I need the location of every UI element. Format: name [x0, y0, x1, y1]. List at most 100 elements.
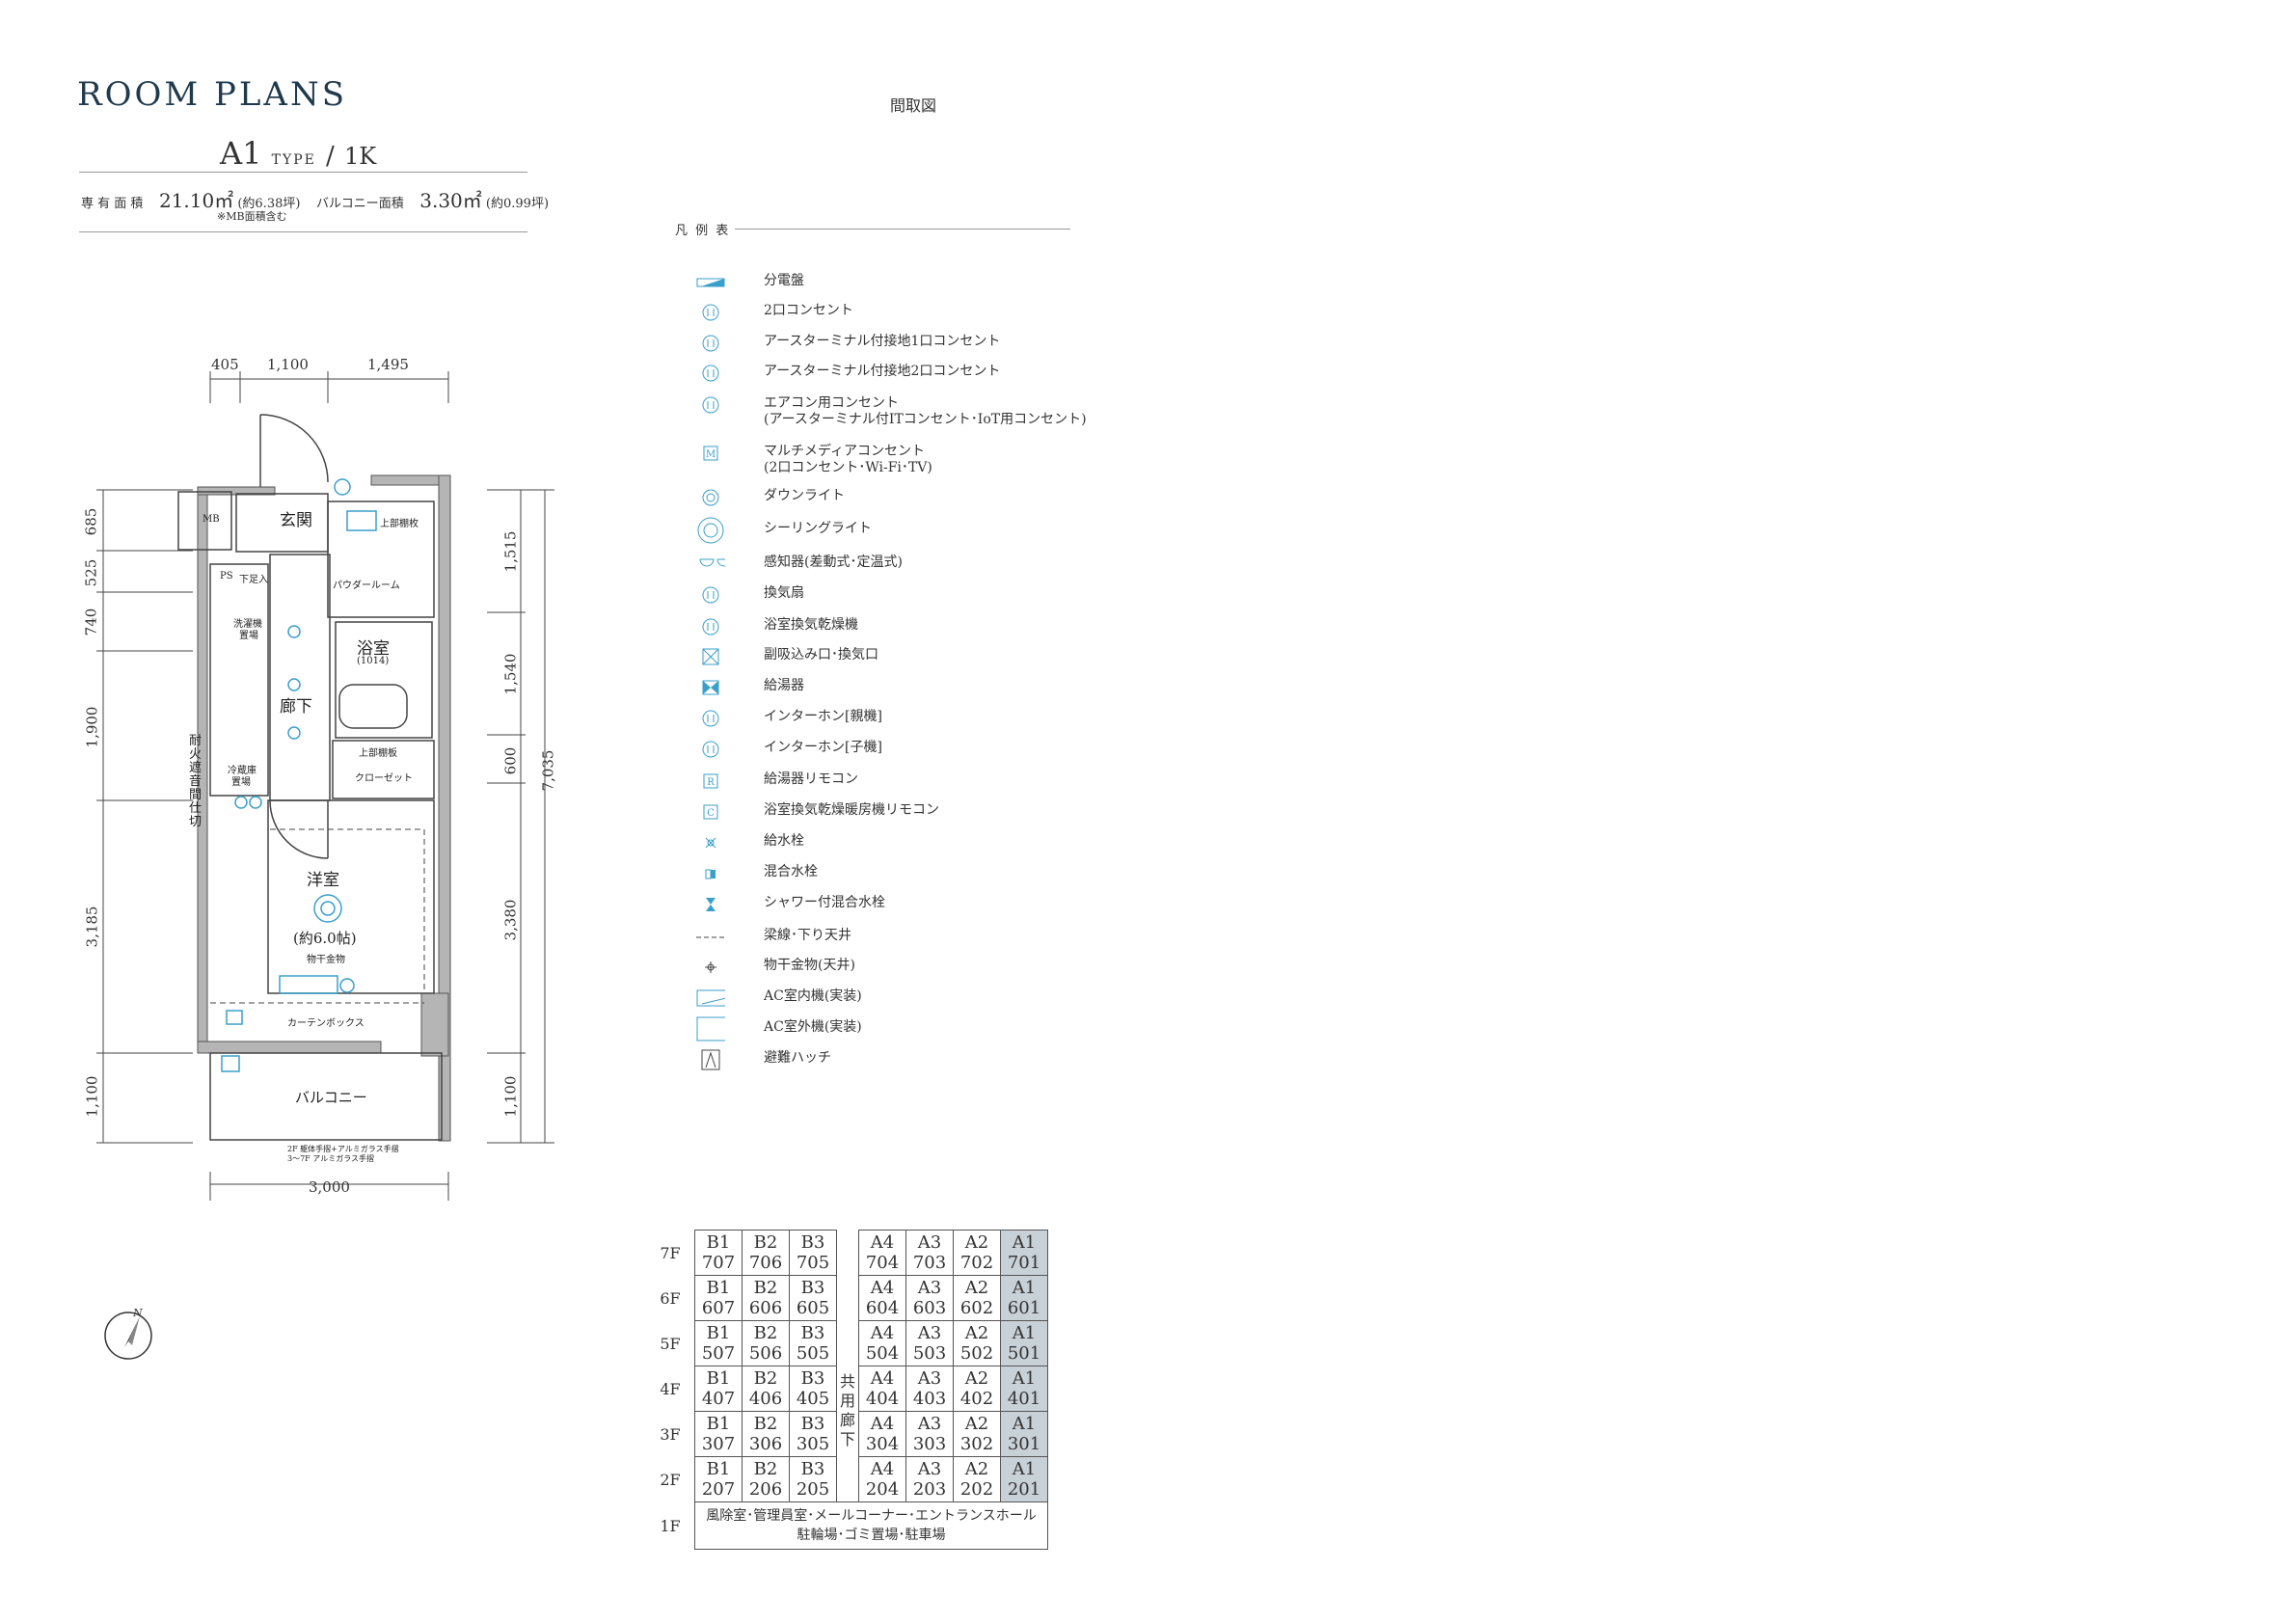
unit-number: 406	[748, 1389, 783, 1409]
unit-type: A2	[964, 1414, 989, 1434]
unit-type: B2	[753, 1278, 778, 1298]
unit-number: 307	[701, 1434, 736, 1454]
dim-left-4: 1,900	[83, 706, 101, 748]
mb-note: ※MB面積含む	[217, 210, 287, 223]
balcony-area-tsubo: (約0.99坪)	[485, 197, 550, 211]
unit-type: A2	[964, 1278, 989, 1298]
outlet-2-icon	[696, 301, 725, 324]
fan-icon	[696, 583, 725, 607]
legend-label-text: 副吸込み口･換気口	[764, 647, 878, 663]
legend-label-text: ダウンライト	[764, 488, 845, 503]
page-title: ROOM PLANS	[77, 75, 348, 114]
room-washer-2: 置場	[239, 631, 258, 641]
legend-label: 副吸込み口･換気口	[764, 647, 878, 663]
unit-number: 204	[865, 1479, 900, 1500]
unit-number: 601	[1007, 1298, 1041, 1318]
legend-label: 梁線･下り天井	[764, 928, 851, 944]
legend-label-text: 分電盤	[764, 273, 804, 288]
legend-label: 給湯器リモコン	[764, 771, 858, 788]
dim-top-3: 1,495	[367, 356, 409, 373]
f1-facilities: 風除室･管理員室･メールコーナー･エントランスホール駐輪場･ゴミ置場･駐車場	[694, 1501, 1048, 1550]
dim-right-2: 1,540	[501, 653, 520, 695]
ac-indoor-icon	[696, 987, 725, 1010]
sensor-icon	[696, 553, 725, 576]
unit-type: A1	[1012, 1414, 1037, 1434]
unit-type: B1	[706, 1232, 731, 1253]
f1-line-1: 風除室･管理員室･メールコーナー･エントランスホール	[706, 1508, 1037, 1524]
legend-label-text: シーリングライト	[764, 521, 872, 536]
compass-north: N	[133, 1307, 143, 1319]
unit-number: 207	[701, 1479, 736, 1500]
legend-label-text: シャワー付混合水栓	[764, 895, 885, 910]
f1-line-2: 駐輪場･ゴミ置場･駐車場	[797, 1528, 946, 1543]
unit-number: 607	[701, 1298, 736, 1318]
ceiling-light-icon	[696, 517, 725, 544]
rail-note-1: 2F 躯体手摺+アルミガラス手摺	[287, 1145, 399, 1153]
unit-number: 201	[1007, 1479, 1041, 1500]
legend-label-text: 浴室換気乾燥機	[764, 617, 858, 633]
intercom-slave-icon	[696, 738, 725, 761]
vent-icon	[696, 645, 725, 668]
legend-label: ダウンライト	[764, 488, 845, 504]
legend-label: シャワー付混合水栓	[764, 895, 885, 911]
legend-label: 分電盤	[764, 273, 804, 289]
ac-outlet-icon	[696, 393, 725, 417]
dim-right-3: 600	[501, 746, 520, 775]
unit-number: 403	[912, 1389, 947, 1409]
unit-type: B3	[800, 1232, 825, 1253]
unit-number: 506	[748, 1343, 783, 1364]
unit-number: 305	[796, 1434, 830, 1454]
unit-number: 306	[748, 1434, 783, 1454]
legend-label-text: 混合水栓	[764, 864, 818, 879]
unit-type: B1	[706, 1459, 731, 1479]
room-upper-shelf: 上部棚枚	[380, 519, 419, 529]
layout-type: 1K	[343, 143, 377, 170]
dim-left-5: 3,185	[83, 906, 101, 948]
room-washer: 洗濯機	[233, 619, 262, 630]
unit-number: 702	[959, 1253, 994, 1273]
floor-label: 2F	[660, 1470, 681, 1489]
unit-type: B3	[800, 1414, 825, 1434]
unit-number: 303	[912, 1434, 947, 1454]
unit-number: 202	[959, 1479, 994, 1500]
unit-number: 605	[796, 1298, 830, 1318]
unit-type: A4	[870, 1323, 895, 1343]
type-heading: A1 TYPE / 1K	[220, 135, 377, 172]
unit-number: 301	[1007, 1434, 1041, 1454]
unit-number: 407	[701, 1389, 736, 1409]
dim-right-5: 1,100	[501, 1075, 520, 1118]
floor-label: 5F	[660, 1334, 681, 1353]
beam-line-icon	[696, 926, 725, 949]
private-area-label: 専 有 面 積	[81, 197, 144, 211]
legend-label-text: アースターミナル付接地1口コンセント	[764, 334, 1001, 349]
dim-right-4: 3,380	[501, 899, 520, 941]
unit-type: A1	[1012, 1459, 1037, 1479]
legend-label-text: アースターミナル付接地2口コンセント	[764, 364, 1001, 379]
legend-label: AC室外機(実装)	[764, 1019, 862, 1036]
earth-outlet-1-icon	[696, 332, 725, 355]
intercom-master-icon	[696, 707, 725, 730]
dim-left-1: 685	[82, 507, 100, 536]
legend-label: 2口コンセント	[764, 303, 853, 319]
svg-text:M: M	[706, 449, 716, 460]
hanger-icon	[696, 956, 725, 979]
water-heater-icon	[696, 676, 725, 699]
room-ps: PS	[220, 571, 233, 582]
legend-label: 感知器(差動式･定温式)	[764, 555, 903, 571]
unit-number: 602	[959, 1298, 994, 1318]
